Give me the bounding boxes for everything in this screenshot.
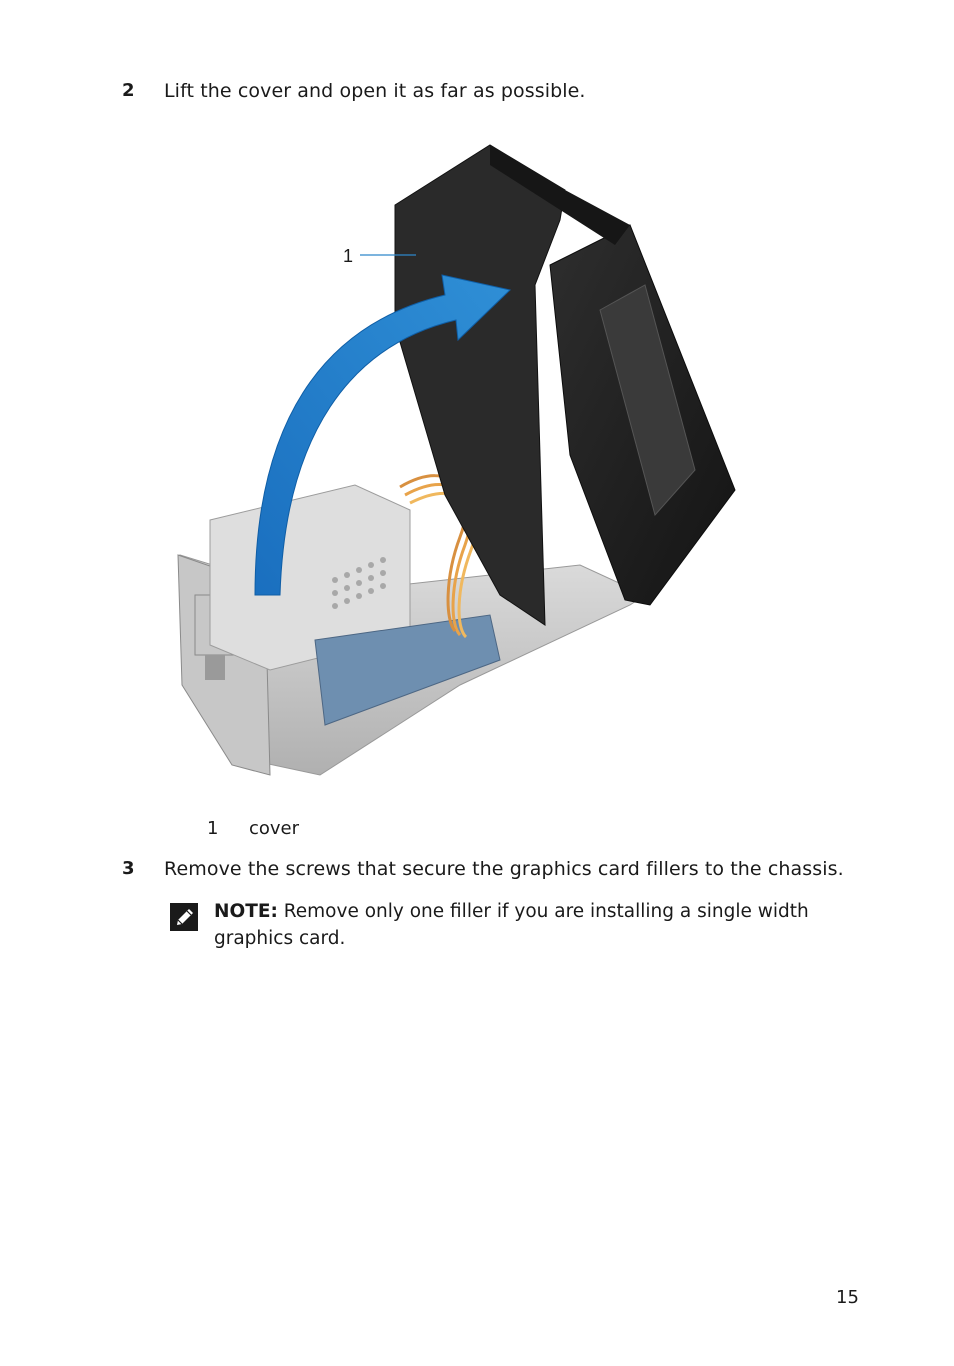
note-body: Remove only one filler if you are instal…	[214, 901, 809, 949]
step-number: 2	[122, 80, 135, 101]
step-text: Remove the screws that secure the graphi…	[164, 858, 844, 880]
cover-top-fins	[490, 145, 630, 245]
step-3: 3 Remove the screws that secure the grap…	[122, 858, 844, 880]
callout-marker: 1	[343, 246, 353, 266]
legend-label: cover	[249, 818, 300, 839]
step-number: 3	[122, 858, 135, 879]
pencil-note-icon	[168, 898, 214, 952]
note-text: NOTE: Remove only one filler if you are …	[214, 898, 814, 952]
illustration-cover-open: 1	[160, 125, 760, 790]
page-number: 15	[836, 1287, 859, 1308]
psu-vent-icon	[332, 557, 386, 609]
step-text: Lift the cover and open it as far as pos…	[164, 80, 586, 102]
illustration-svg: 1	[177, 144, 736, 776]
circuit-board	[314, 614, 501, 726]
figure-legend-row: 1 cover	[207, 818, 299, 839]
lift-arrow-icon	[254, 274, 512, 596]
note-box: NOTE: Remove only one filler if you are …	[168, 898, 848, 952]
legend-number: 1	[207, 818, 219, 839]
note-label: NOTE:	[214, 901, 278, 922]
step-2: 2 Lift the cover and open it as far as p…	[122, 80, 586, 102]
cover-vent-icon	[599, 284, 696, 517]
cover-inner	[394, 144, 566, 626]
